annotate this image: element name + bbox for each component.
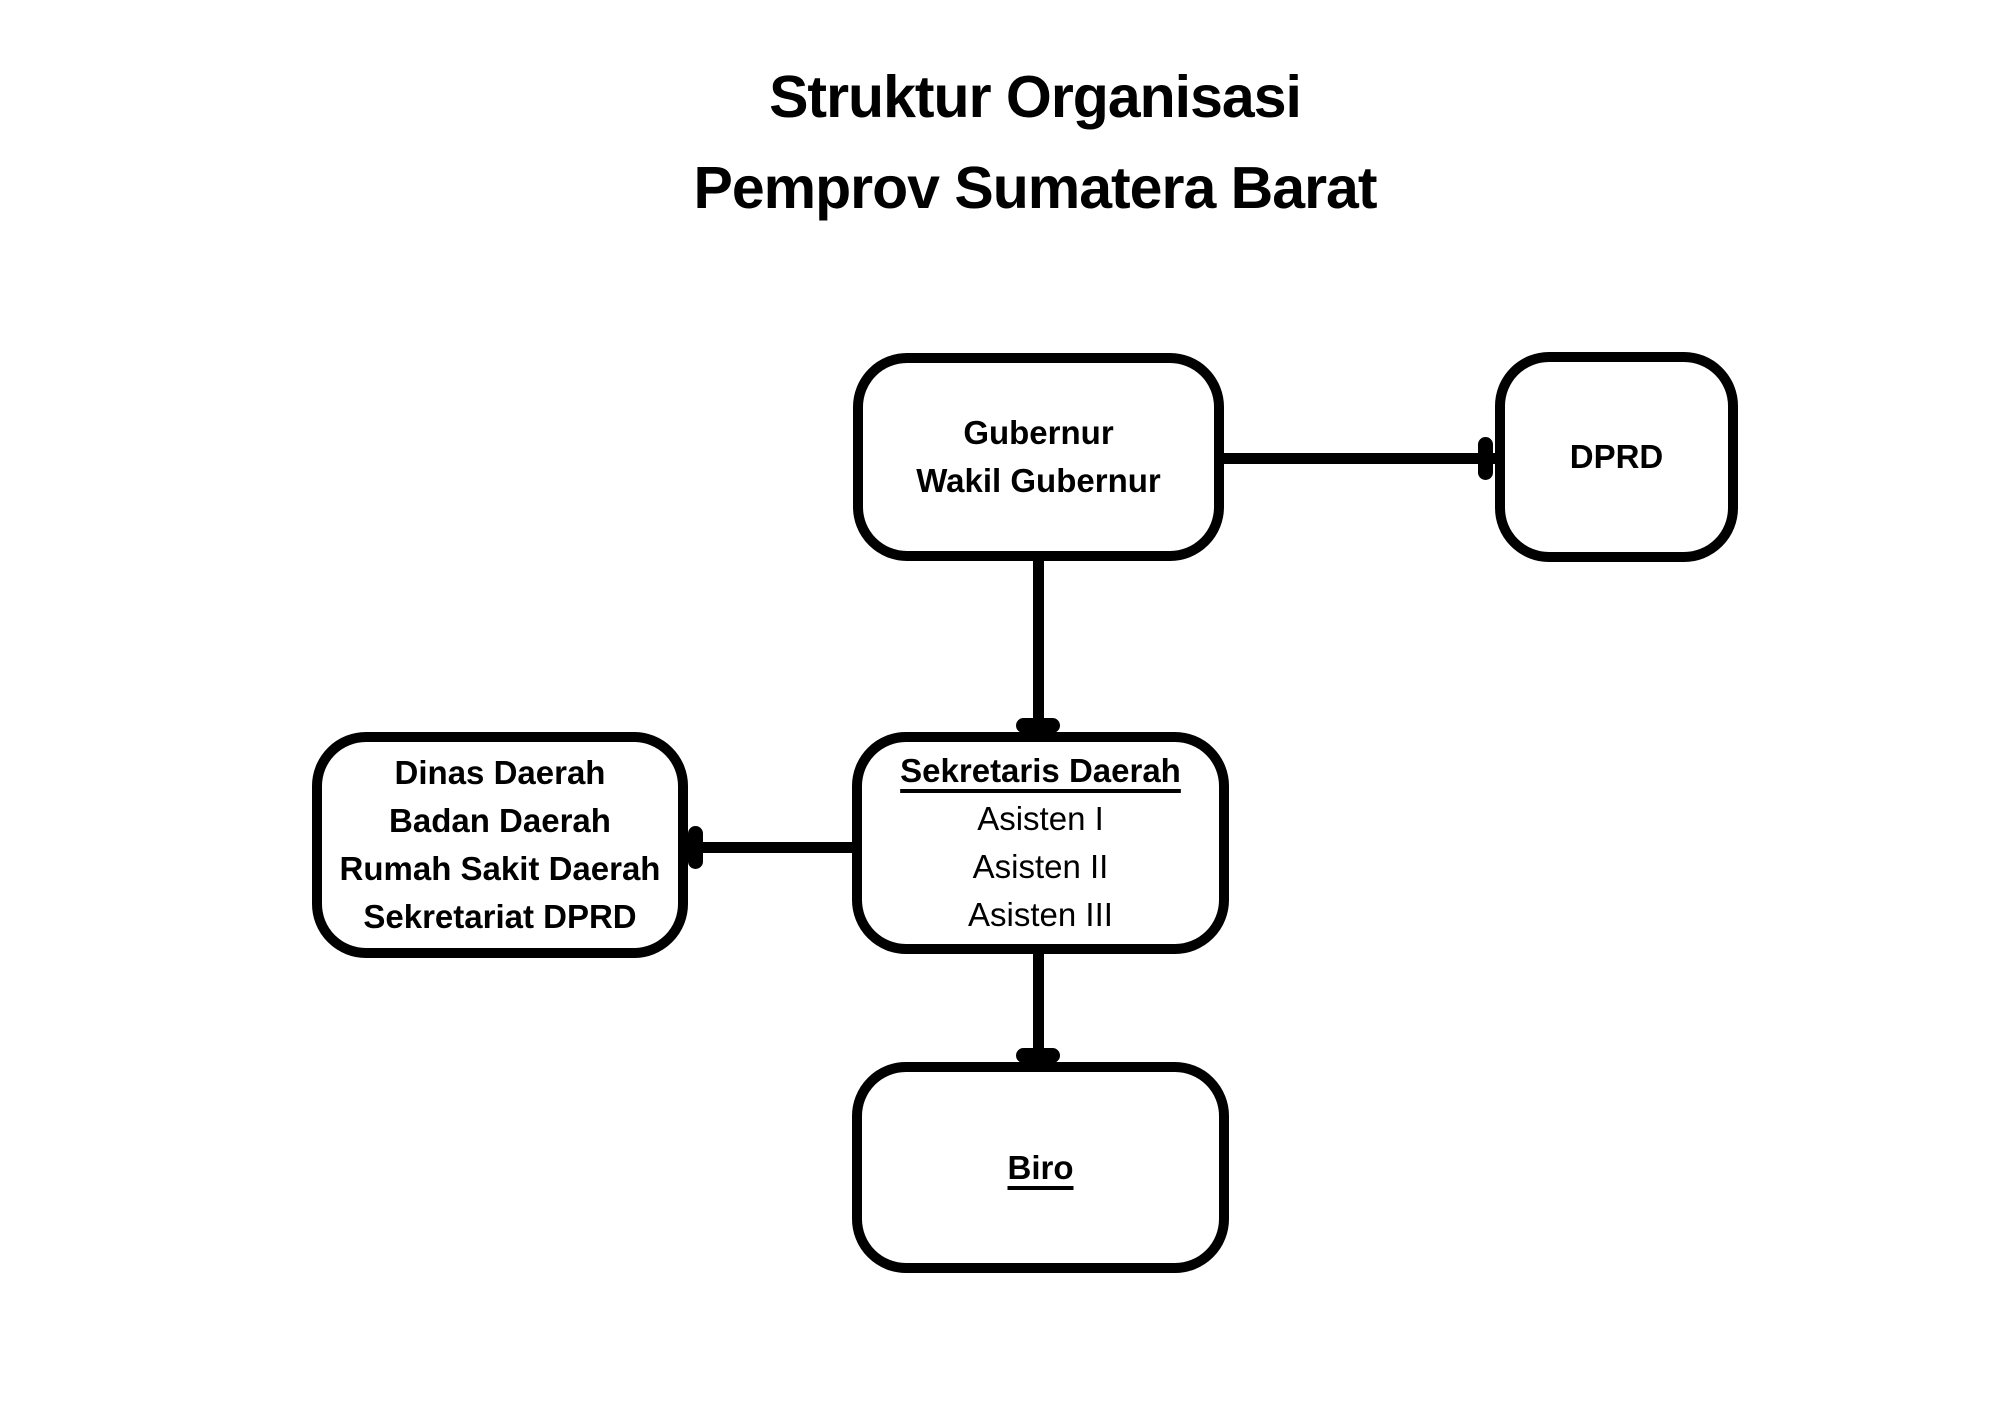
node-dinas-line-2: Badan Daerah [389,802,611,839]
connector-gubernur-dprd [1223,453,1495,464]
node-sekretaris-daerah: Sekretaris Daerah Asisten I Asisten II A… [852,732,1229,954]
node-gubernur-line-2: Wakil Gubernur [916,462,1161,499]
node-dprd-label: DPRD [1569,438,1664,475]
node-biro: Biro [852,1062,1229,1273]
connector-sekretaris-biro [1033,953,1044,1063]
connector-gubernur-sekretaris [1033,560,1044,733]
node-dinas-badan-rsd-sekretariat: Dinas Daerah Badan Daerah Rumah Sakit Da… [312,732,688,958]
page-title: Struktur Organisasi Pemprov Sumatera Bar… [520,52,1550,234]
node-gubernur-line-1: Gubernur [963,414,1114,451]
connector-endcap-dinas [688,826,703,869]
node-gubernur-wakil-gubernur: Gubernur Wakil Gubernur [853,353,1224,561]
connector-endcap-biro [1016,1048,1060,1063]
node-sekretaris-item-asisten-2: Asisten II [972,848,1109,885]
connector-endcap-dprd [1478,437,1493,480]
node-sekretaris-item-asisten-3: Asisten III [968,896,1113,933]
node-sekretaris-heading: Sekretaris Daerah [900,752,1181,789]
connector-endcap-sekretaris [1016,718,1060,733]
node-dinas-line-1: Dinas Daerah [394,754,606,791]
node-dinas-line-4: Sekretariat DPRD [363,898,637,935]
connector-sekretaris-dinas [687,842,853,853]
node-biro-heading: Biro [1007,1148,1074,1186]
node-dinas-line-3: Rumah Sakit Daerah [339,850,661,887]
node-dprd: DPRD [1495,352,1738,562]
title-line-1: Struktur Organisasi [769,64,1302,130]
node-sekretaris-item-asisten-1: Asisten I [977,800,1104,837]
title-line-2: Pemprov Sumatera Barat [693,155,1377,221]
